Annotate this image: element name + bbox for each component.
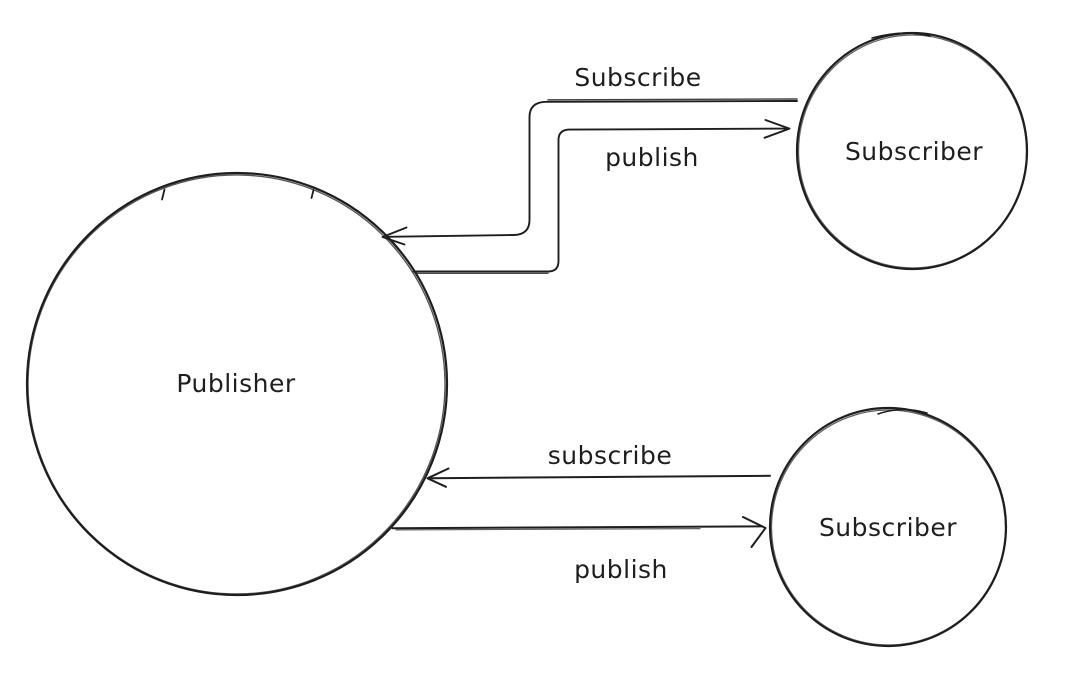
- edge-publish-top-line: [412, 127, 787, 273]
- edge-publish-bottom: [391, 516, 767, 548]
- publisher-label: Publisher: [176, 369, 295, 398]
- publish-bottom-label: publish: [574, 555, 668, 584]
- publisher-circle-sketch-pass: [27, 174, 446, 595]
- subscriber-bottom-label: Subscriber: [819, 513, 957, 542]
- publisher-circle: [25, 171, 449, 597]
- node-subscriber-top: [795, 31, 1029, 271]
- diagram-labels: Publisher Subscriber Subscriber Subscrib…: [176, 63, 983, 584]
- subscribe-bottom-label: subscribe: [548, 441, 672, 470]
- publisher-circle-tick: [161, 188, 166, 201]
- edge-publish-bottom-line: [391, 525, 762, 530]
- edge-subscribe-bottom-line: [430, 474, 771, 480]
- subscribe-top-label: Subscribe: [574, 63, 701, 92]
- edge-publish-top-arrowhead: [763, 119, 791, 139]
- subscriber-top-circle-sketch-pass: [797, 34, 1028, 269]
- edge-subscribe-top-arrowhead: [381, 226, 408, 246]
- subscriber-top-circle-tick: [871, 32, 931, 39]
- publish-top-label: publish: [605, 143, 699, 172]
- edge-publish-bottom-line-sketch-pass: [395, 528, 701, 531]
- node-subscriber-bottom: [768, 406, 1008, 648]
- edge-subscribe-bottom: [426, 467, 771, 488]
- edge-subscribe-top-line: [386, 100, 798, 238]
- edge-subscribe-top: [381, 98, 798, 246]
- edge-subscribe-top-line-sketch-pass: [547, 98, 798, 101]
- edge-publish-top: [412, 119, 791, 275]
- node-publisher: [25, 171, 449, 597]
- subscriber-top-label: Subscriber: [845, 137, 983, 166]
- edge-publish-bottom-arrowhead: [742, 516, 767, 548]
- diagram-shapes: [25, 31, 1029, 648]
- edge-subscribe-bottom-arrowhead: [426, 467, 450, 488]
- subscriber-bottom-circle-tick: [877, 408, 928, 415]
- publisher-circle-tick: [310, 189, 315, 199]
